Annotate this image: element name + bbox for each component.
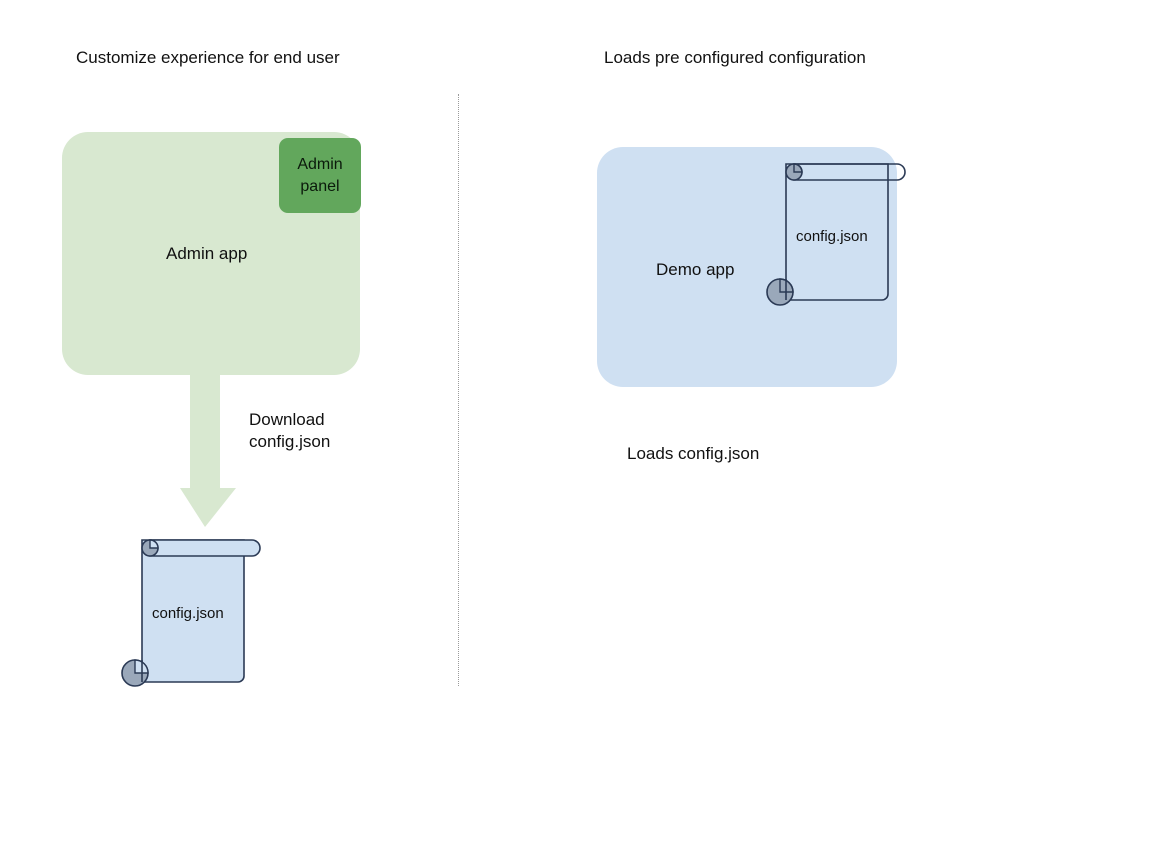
download-arrow-label-line1: Download	[249, 410, 325, 429]
section-divider	[458, 94, 459, 686]
demo-app-label: Demo app	[656, 260, 735, 279]
left-section-caption: Customize experience for end user	[76, 48, 340, 67]
right-section-caption: Loads pre configured configuration	[604, 48, 866, 67]
demo-app-card	[597, 147, 897, 387]
config-json-document-left	[120, 528, 268, 693]
download-arrow-label: Download config.json	[249, 409, 330, 453]
config-json-label-right: config.json	[796, 228, 868, 245]
loads-config-note: Loads config.json	[627, 444, 760, 463]
admin-panel-chip-text: Admin panel	[297, 154, 342, 198]
admin-panel-chip-line2: panel	[300, 177, 340, 195]
admin-panel-chip-line1: Admin	[297, 155, 343, 173]
config-json-label-left: config.json	[152, 605, 224, 622]
admin-panel-chip[interactable]: Admin panel	[279, 138, 361, 213]
download-arrow-label-line2: config.json	[249, 432, 331, 451]
config-json-document-right	[766, 150, 910, 310]
download-arrow-icon	[178, 370, 240, 530]
admin-app-label: Admin app	[166, 244, 248, 263]
